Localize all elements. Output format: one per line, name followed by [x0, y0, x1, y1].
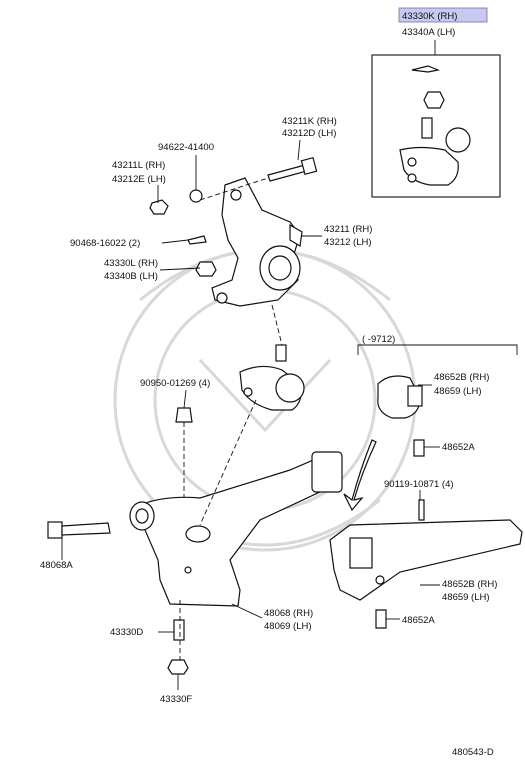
lower-control-arm: [129, 451, 343, 607]
label-43330L[interactable]: 43330L (RH): [104, 258, 158, 269]
leader-lines: [61, 139, 440, 690]
lower-bolt-and-nut: [167, 619, 189, 675]
label-9712[interactable]: ( -9712): [362, 334, 395, 345]
label-90119[interactable]: 90119-10871 (4): [384, 479, 454, 490]
inset-frame: [371, 54, 501, 198]
label-43211L[interactable]: 43211L (RH): [112, 160, 165, 171]
label-43212[interactable]: 43212 (LH): [324, 237, 372, 248]
label-94622[interactable]: 94622-41400: [158, 142, 214, 153]
label-48659-upper[interactable]: 48659 (LH): [434, 386, 482, 397]
label-90950[interactable]: 90950-01269 (4): [140, 378, 210, 389]
label-48659-lower[interactable]: 48659 (LH): [442, 592, 490, 603]
bushing: [175, 407, 193, 423]
label-48652B-lower[interactable]: 48652B (RH): [442, 579, 497, 590]
label-43330F[interactable]: 43330F: [160, 694, 192, 705]
label-43211K[interactable]: 43211K (RH): [282, 116, 337, 127]
washer: [189, 189, 203, 203]
direction-arrow: [343, 439, 377, 512]
stabilizer-bracket: [377, 375, 423, 419]
ball-joint-axis: [271, 304, 283, 346]
label-43212E[interactable]: 43212E (LH): [112, 174, 166, 185]
knuckle-nut: [149, 199, 169, 215]
label-43330K[interactable]: 43330K (RH): [402, 11, 457, 22]
bracket-bolt-lower: [375, 609, 387, 629]
inset-ball-joint: [399, 65, 471, 186]
label-48068A[interactable]: 48068A: [40, 560, 73, 571]
ball-joint-nut: [195, 261, 217, 277]
label-90468[interactable]: 90468-16022 (2): [70, 238, 140, 249]
bracket-bolt-upper: [413, 439, 425, 457]
bracket-screw: [418, 499, 425, 521]
knuckle-bolt: [267, 156, 318, 182]
clip: [187, 235, 207, 245]
label-48652A-upper[interactable]: 48652A: [442, 442, 475, 453]
bracket-group-line: [357, 344, 518, 355]
label-43330D[interactable]: 43330D: [110, 627, 143, 638]
diagram-id: 480543-D: [452, 747, 494, 758]
lower-ball-joint: [239, 344, 305, 411]
label-48652A-lower[interactable]: 48652A: [402, 615, 435, 626]
arm-bolt: [47, 521, 111, 539]
label-43340A[interactable]: 43340A (LH): [402, 27, 455, 38]
part-highlight: [398, 7, 488, 23]
steering-knuckle: [211, 177, 303, 307]
label-43211[interactable]: 43211 (RH): [324, 224, 372, 235]
label-48652B-upper[interactable]: 48652B (RH): [434, 372, 489, 383]
crossmember-bracket: [329, 519, 523, 601]
label-48069[interactable]: 48069 (LH): [264, 621, 312, 632]
label-43212D[interactable]: 43212D (LH): [282, 128, 336, 139]
bolt-axis: [199, 177, 269, 201]
arm-axis: [199, 399, 257, 526]
label-48068[interactable]: 48068 (RH): [264, 608, 313, 619]
label-43340B[interactable]: 43340B (LH): [104, 271, 158, 282]
